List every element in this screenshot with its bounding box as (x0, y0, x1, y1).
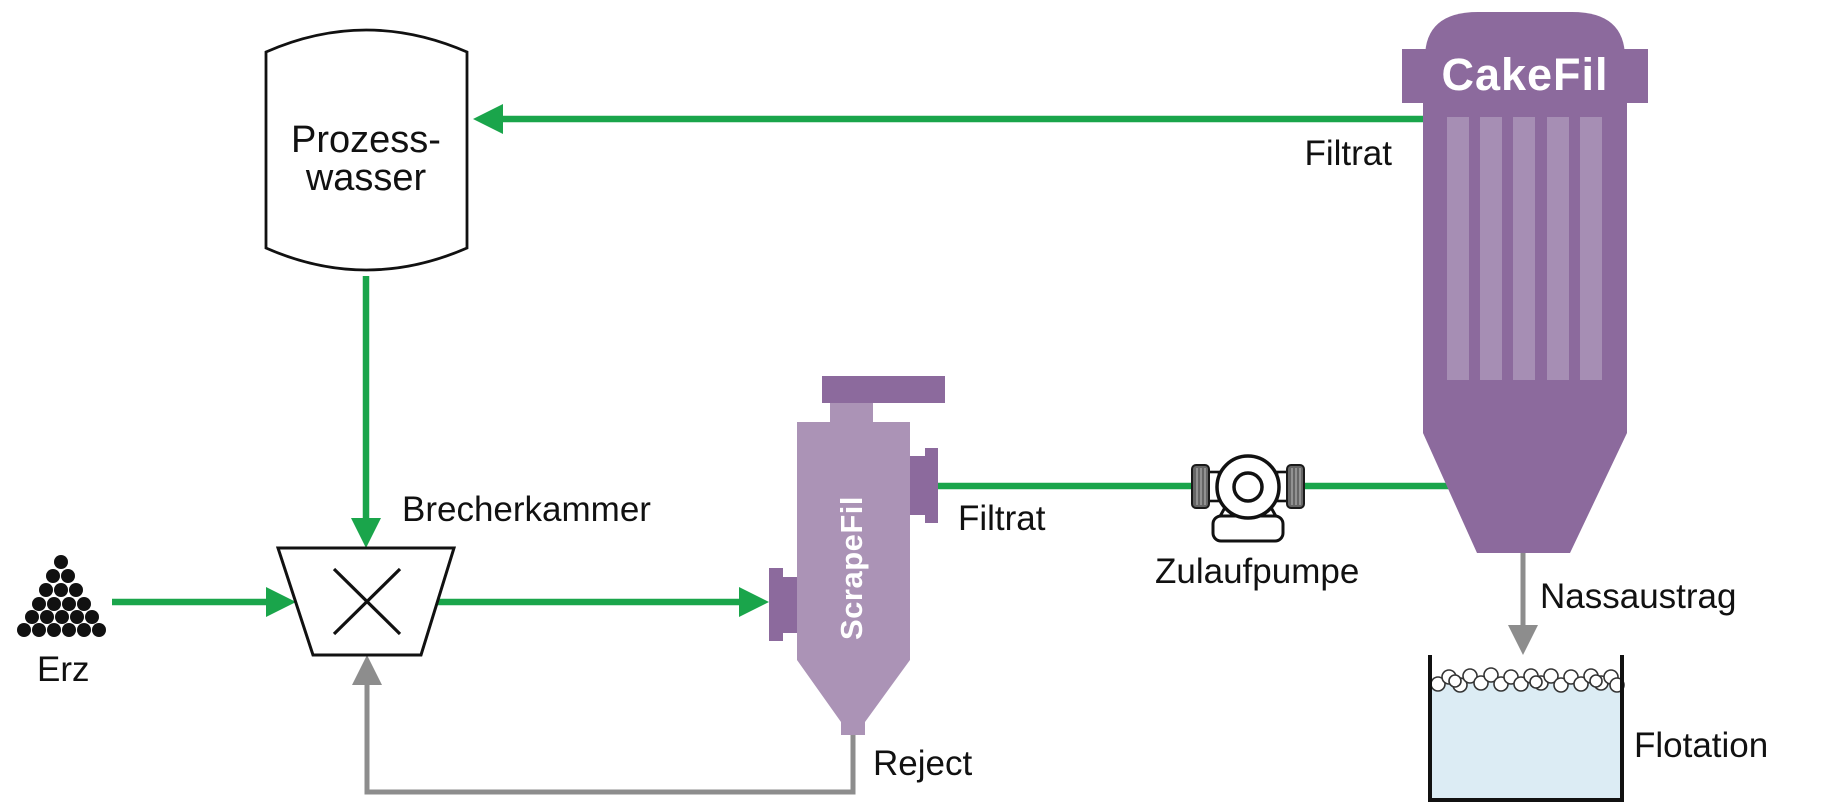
node-erz-ore-pile: Erz (17, 555, 106, 689)
nassaustrag-label: Nassaustrag (1540, 577, 1736, 616)
node-flotation-tank: Flotation (1428, 655, 1768, 802)
node-cakefil-vessel: CakeFil (1402, 12, 1648, 553)
filtrat-mid-label: Filtrat (958, 499, 1046, 538)
stream-erz-to-brecherkammer (112, 587, 296, 617)
reject-label: Reject (873, 744, 972, 783)
stream-prozesswasser-to-brecherkammer (351, 276, 381, 548)
flotation-label: Flotation (1634, 726, 1768, 765)
prozesswasser-label-line2: wasser (305, 157, 427, 199)
stream-brecherkammer-to-scrapefil (436, 587, 769, 617)
filtrat-top-label: Filtrat (1305, 134, 1393, 173)
node-zulaufpumpe-pump (1191, 454, 1305, 543)
erz-label: Erz (37, 650, 90, 689)
zulaufpumpe-label: Zulaufpumpe (1155, 552, 1359, 591)
stream-reject (352, 655, 856, 795)
cakefil-label: CakeFil (1441, 49, 1608, 100)
prozesswasser-label-line1: Prozess- (291, 119, 441, 161)
node-scrapefil-vessel: ScrapeFil (769, 376, 945, 735)
stream-nassaustrag (1508, 550, 1538, 655)
ore-pile-icon (17, 555, 106, 637)
brecherkammer-label: Brecherkammer (402, 490, 651, 529)
node-prozesswasser-tank: Prozess- wasser (264, 28, 469, 272)
node-brecherkammer (275, 546, 457, 657)
scrapefil-label: ScrapeFil (834, 496, 869, 640)
stream-filtrat-top (473, 104, 1432, 134)
